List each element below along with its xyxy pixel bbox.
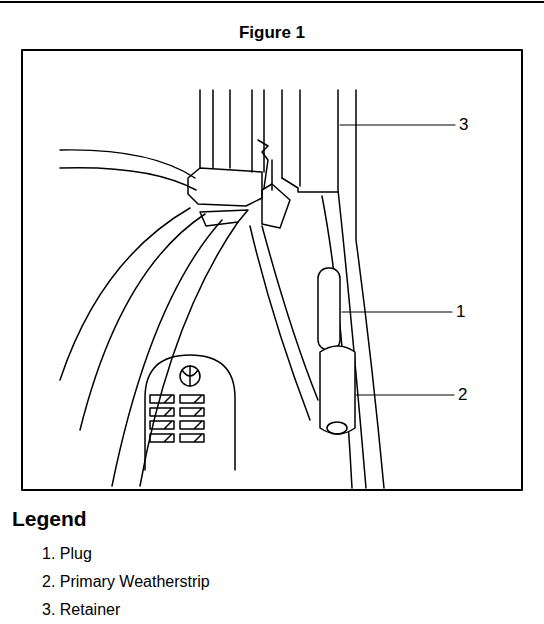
legend-item: 2. Primary Weatherstrip	[42, 573, 210, 591]
grille-slot	[180, 395, 204, 403]
door-edge	[250, 226, 318, 420]
leader-line	[340, 125, 455, 395]
grille-slot	[150, 421, 174, 429]
primary-weatherstrip	[320, 346, 355, 434]
pillar	[200, 90, 338, 192]
speaker-grille	[145, 355, 235, 470]
window-frame	[60, 150, 238, 486]
grille-slot	[180, 421, 204, 429]
top-rule	[0, 1, 544, 3]
legend-text: 2. Primary Weatherstrip	[42, 573, 210, 591]
legend-item: 1. Plug	[42, 545, 92, 563]
figure-frame	[22, 50, 522, 490]
grille-slot	[180, 408, 204, 416]
grille-slot	[150, 408, 174, 416]
callout-number: 2	[458, 386, 467, 405]
legend-heading: Legend	[12, 507, 87, 530]
legend-text: 1. Plug	[42, 545, 92, 563]
grille-slot	[150, 395, 174, 403]
latch	[188, 140, 290, 228]
legend-item: 3. Retainer	[42, 601, 120, 619]
plug	[318, 268, 340, 350]
grille-slot	[150, 434, 174, 442]
figure-title: Figure 1	[239, 24, 305, 43]
callout-number: 1	[456, 303, 465, 322]
legend-text: 3. Retainer	[42, 601, 120, 619]
callout-number: 3	[459, 116, 468, 135]
grille-slot	[180, 434, 204, 442]
